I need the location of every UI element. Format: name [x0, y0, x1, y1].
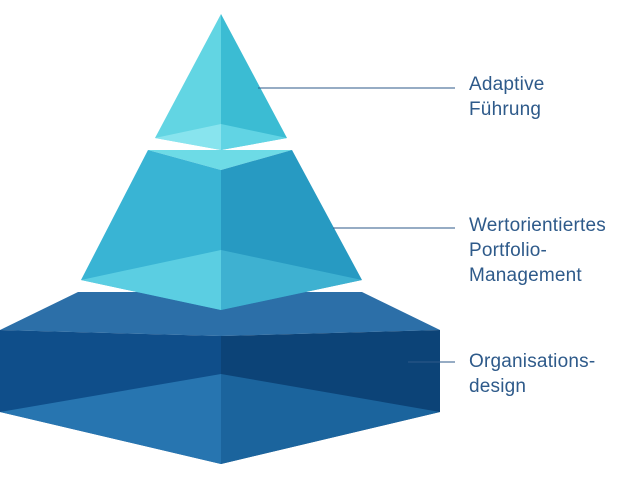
- label-line: Portfolio-: [469, 240, 548, 261]
- label-line: Organisations-: [469, 351, 596, 372]
- pyramid-tier-middle: [81, 150, 362, 310]
- tier-bottom-top-face: [0, 292, 440, 336]
- tier-top-left-face: [155, 14, 221, 150]
- label-adaptive-fuehrung: Adaptive Führung: [469, 72, 545, 122]
- tier-middle-top-face: [148, 150, 292, 170]
- tier-middle-front-left: [81, 250, 221, 310]
- label-organisationsdesign: Organisations- design: [469, 349, 595, 399]
- label-portfolio-management: Wertorientiertes Portfolio- Management: [469, 213, 606, 288]
- tier-top-right-face: [221, 14, 287, 150]
- pyramid-tier-top: [155, 14, 287, 150]
- label-line: Führung: [469, 99, 542, 120]
- tier-top-front-right: [221, 124, 287, 150]
- tier-bottom-front-face: [0, 374, 221, 464]
- label-line: Wertorientiertes: [469, 215, 606, 236]
- tier-bottom-front-face-right: [221, 374, 440, 464]
- pyramid-tier-bottom: [0, 292, 440, 464]
- tier-top-front-left: [155, 124, 221, 150]
- label-line: design: [469, 376, 527, 397]
- tier-middle-front-right: [221, 250, 362, 310]
- label-line: Adaptive: [469, 74, 545, 95]
- label-line: Management: [469, 265, 582, 286]
